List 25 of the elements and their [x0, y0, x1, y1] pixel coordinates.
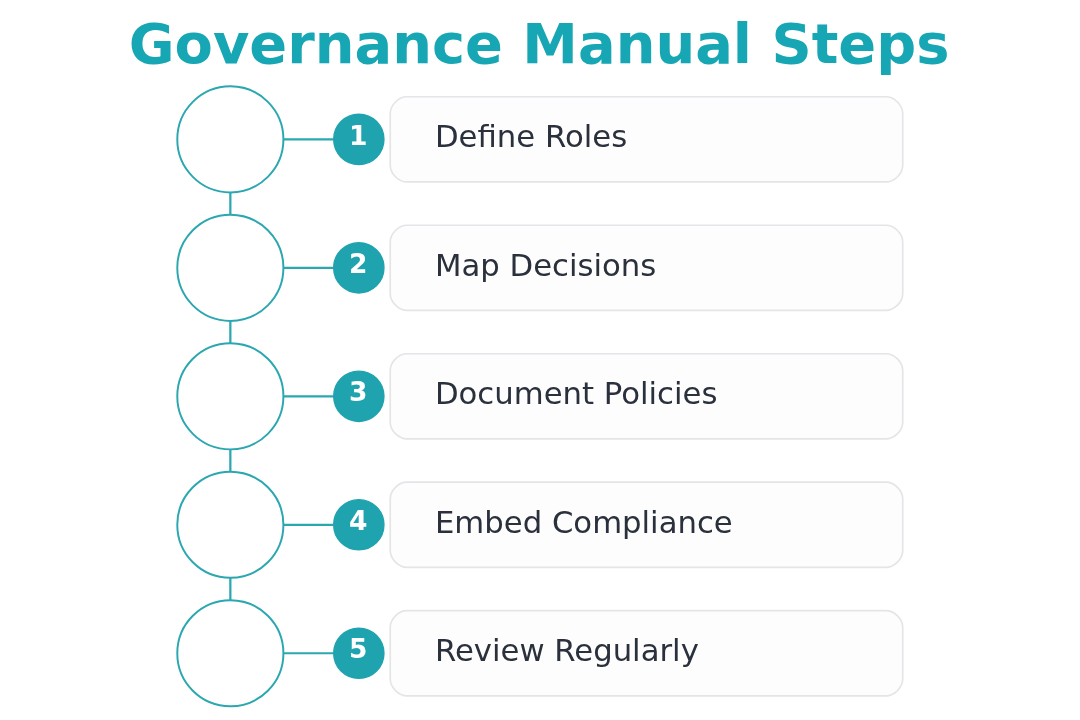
node-circle	[176, 213, 285, 322]
connector	[229, 578, 232, 601]
node-box: Embed Compliance	[389, 481, 904, 569]
node-circle: 5	[333, 627, 385, 680]
node-circle	[176, 85, 285, 194]
connector	[229, 449, 232, 472]
connector	[229, 321, 232, 344]
node-circle: 1	[333, 113, 385, 166]
node-box: Define Roles	[389, 95, 904, 183]
connector	[283, 138, 334, 141]
node-box: Document Policies	[389, 352, 904, 440]
diagram-title: Governance Manual Steps	[128, 10, 950, 76]
connector	[283, 652, 334, 655]
node-box: Review Regularly	[389, 609, 904, 697]
node-circle: 2	[333, 242, 385, 294]
node-circle: 3	[333, 370, 385, 423]
connector	[283, 266, 334, 269]
connector	[283, 523, 334, 526]
node-circle	[176, 342, 285, 451]
node-circle: 4	[333, 498, 385, 551]
node-circle	[176, 470, 285, 579]
node-circle	[176, 599, 285, 708]
connector	[283, 395, 334, 398]
connector	[229, 192, 232, 215]
node-box: Map Decisions	[389, 224, 904, 312]
